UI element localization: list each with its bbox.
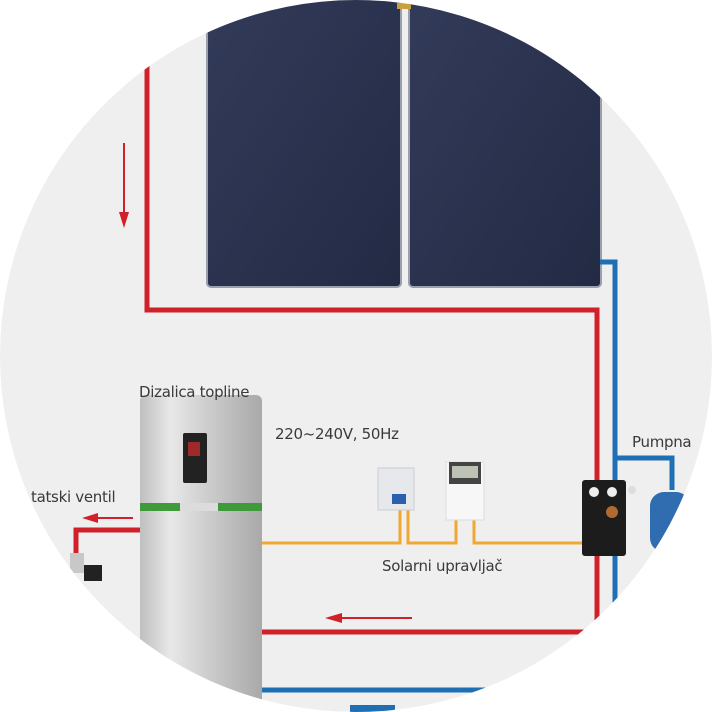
valve-pipe <box>73 527 140 555</box>
solar-panel-right <box>408 0 602 288</box>
arrow-left-icon <box>325 613 412 623</box>
valve-icon <box>70 553 102 581</box>
pump-station <box>582 480 636 556</box>
solar-controller <box>445 461 485 521</box>
voltage-label: 220~240V, 50Hz <box>275 425 399 443</box>
arrow-left-icon <box>82 513 133 523</box>
heat-pump-tank <box>140 395 262 712</box>
panel-connector <box>397 3 411 9</box>
tank-branch-pipe <box>615 455 675 490</box>
arrow-right-icon <box>350 705 395 712</box>
controller-label: Solarni upravljač <box>382 557 503 575</box>
solar-panel-left <box>206 0 402 288</box>
heat-pump-label: Dizalica topline <box>139 383 250 401</box>
pump-label: Pumpna <box>632 433 692 451</box>
cold-pipe <box>600 259 618 712</box>
arrow-down-icon <box>119 143 129 228</box>
hot-pipe <box>144 65 600 635</box>
valve-label: tatski ventil <box>31 488 116 506</box>
expansion-tank <box>650 492 690 552</box>
circuit-breaker <box>377 467 415 511</box>
